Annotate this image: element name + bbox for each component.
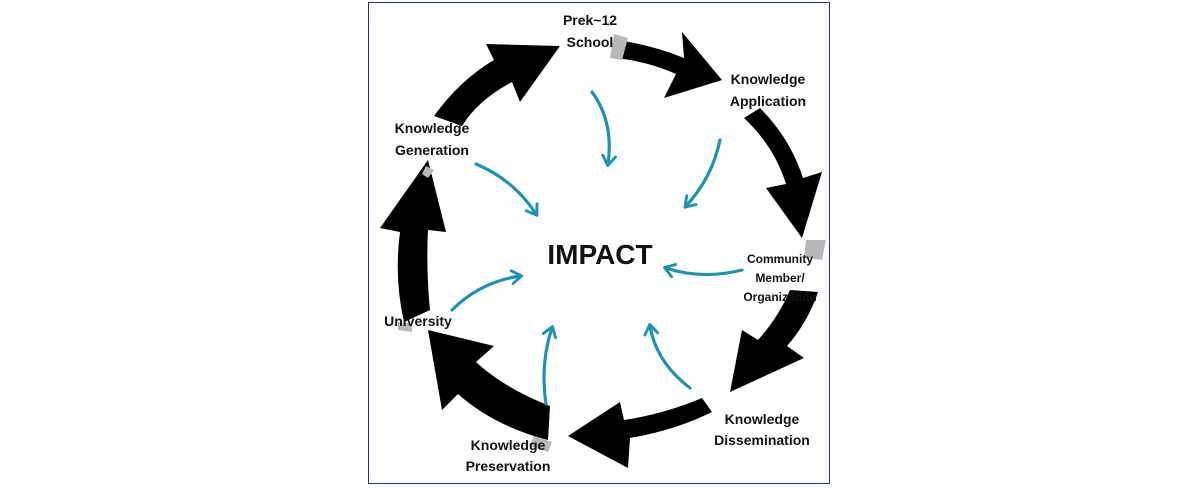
cycle-arrow-community-to-dissemination bbox=[730, 290, 818, 392]
node-knowledge-generation: Knowledge Generation bbox=[395, 120, 470, 158]
node-knowledge-preservation: Knowledge Preservation bbox=[466, 437, 551, 474]
node-label-line: University bbox=[384, 313, 452, 329]
cycle-arrow-school-to-application bbox=[616, 32, 722, 98]
node-label-line: Knowledge bbox=[471, 437, 546, 453]
cycle-arrows bbox=[380, 32, 822, 468]
impact-arrow-from-community bbox=[663, 263, 744, 279]
node-label-line: Preservation bbox=[466, 458, 551, 474]
node-community-organization: Community Member/ Organization bbox=[743, 252, 816, 304]
impact-arrow-from-dissemination bbox=[643, 322, 692, 390]
node-knowledge-dissemination: Knowledge Dissemination bbox=[714, 411, 810, 448]
node-label-line: Prek~12 bbox=[563, 12, 617, 28]
cycle-arrow-preservation-to-university bbox=[428, 330, 550, 440]
node-label-line: Community bbox=[747, 252, 813, 266]
impact-arrow-from-preservation bbox=[541, 325, 557, 406]
impact-arrow-from-generation bbox=[474, 162, 539, 217]
label-halos bbox=[398, 34, 826, 452]
node-label-line: Knowledge bbox=[395, 120, 470, 136]
node-label-line: Application bbox=[730, 93, 806, 109]
node-label-line: School bbox=[567, 34, 614, 50]
cycle-arrow-dissemination-to-preservation bbox=[568, 398, 712, 468]
node-label-line: Member/ bbox=[755, 271, 805, 285]
cycle-arrow-generation-to-school bbox=[434, 44, 560, 126]
node-knowledge-application: Knowledge Application bbox=[730, 71, 806, 109]
impact-arrow-from-application bbox=[683, 138, 722, 209]
impact-arrow-from-university bbox=[450, 269, 524, 312]
impact-label: IMPACT bbox=[547, 239, 652, 270]
node-label-line: Generation bbox=[395, 142, 469, 158]
impact-arrows bbox=[450, 90, 744, 406]
node-university: University bbox=[384, 313, 452, 329]
node-label-line: Knowledge bbox=[725, 411, 800, 427]
cycle-arrow-application-to-community bbox=[744, 108, 822, 238]
node-label-line: Knowledge bbox=[731, 71, 806, 87]
node-label-line: Organization bbox=[743, 290, 816, 304]
node-label-line: Dissemination bbox=[714, 432, 810, 448]
impact-arrow-from-school bbox=[590, 90, 617, 168]
node-prek12-school: Prek~12 School bbox=[563, 12, 617, 50]
cycle-arrow-university-to-generation bbox=[380, 160, 446, 322]
